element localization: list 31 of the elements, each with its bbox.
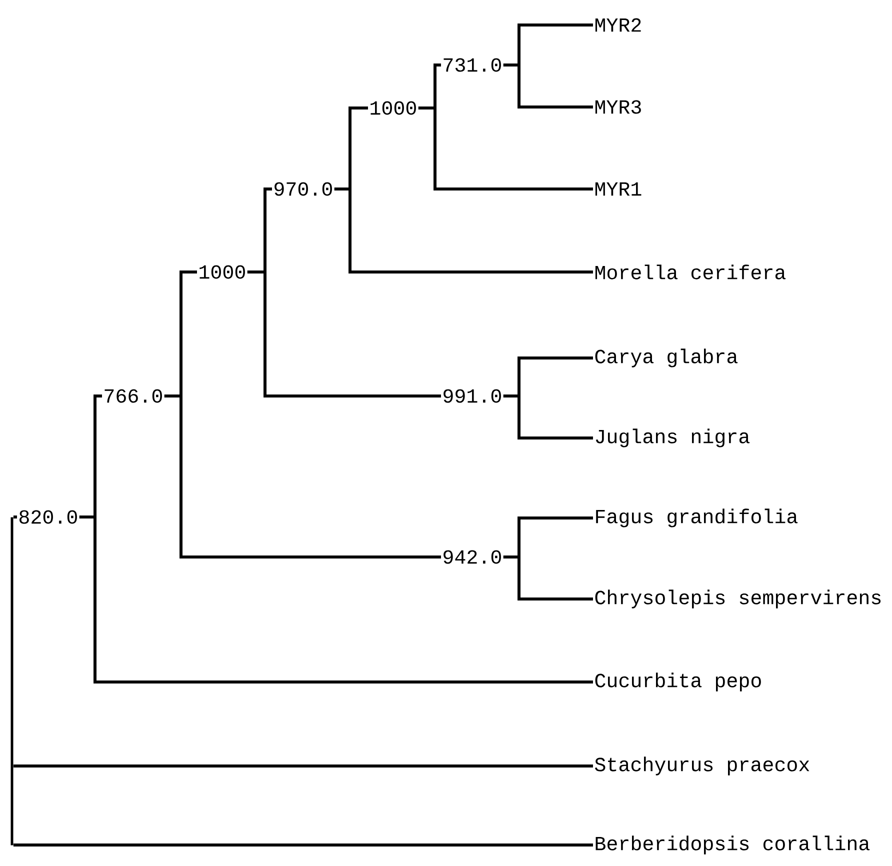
taxon-label: MYR2 (593, 17, 644, 33)
tree-branch (503, 556, 593, 600)
tree-branch (13, 844, 593, 846)
bootstrap-value: 820.0 (17, 509, 80, 525)
bootstrap-value: 1000 (368, 100, 418, 116)
taxon-label: MYR3 (593, 99, 644, 115)
bootstrap-value: 731.0 (441, 57, 504, 73)
taxon-label: Chrysolepis sempervirens (593, 588, 884, 610)
tree-branch (13, 516, 17, 518)
tree-branch (503, 64, 593, 108)
root-line (10, 517, 14, 846)
bootstrap-value: 766.0 (102, 388, 164, 404)
bootstrap-value: 970.0 (272, 181, 334, 197)
taxon-label: Cucurbita pepo (593, 672, 764, 692)
taxon-label: Fagus grandifolia (593, 508, 800, 528)
taxon-label: MYR1 (593, 181, 644, 197)
bootstrap-value: 942.0 (441, 549, 504, 565)
taxon-label: Stachyurus praecox (593, 756, 812, 776)
bootstrap-value: 991.0 (441, 388, 504, 404)
tree-branch (503, 394, 593, 440)
taxon-label: Juglans nigra (593, 428, 752, 448)
taxon-label: Carya glabra (593, 348, 740, 368)
tree-branch (418, 106, 593, 190)
bootstrap-value: 1000 (197, 264, 248, 280)
tree-branch (13, 764, 593, 768)
tree-branch (164, 394, 441, 558)
tree-branch (334, 188, 593, 274)
taxon-label: Berberidopsis corallina (593, 834, 872, 856)
tree-branch (79, 516, 593, 684)
taxon-label: Morella cerifera (593, 264, 788, 280)
tree-branch (247, 270, 441, 398)
